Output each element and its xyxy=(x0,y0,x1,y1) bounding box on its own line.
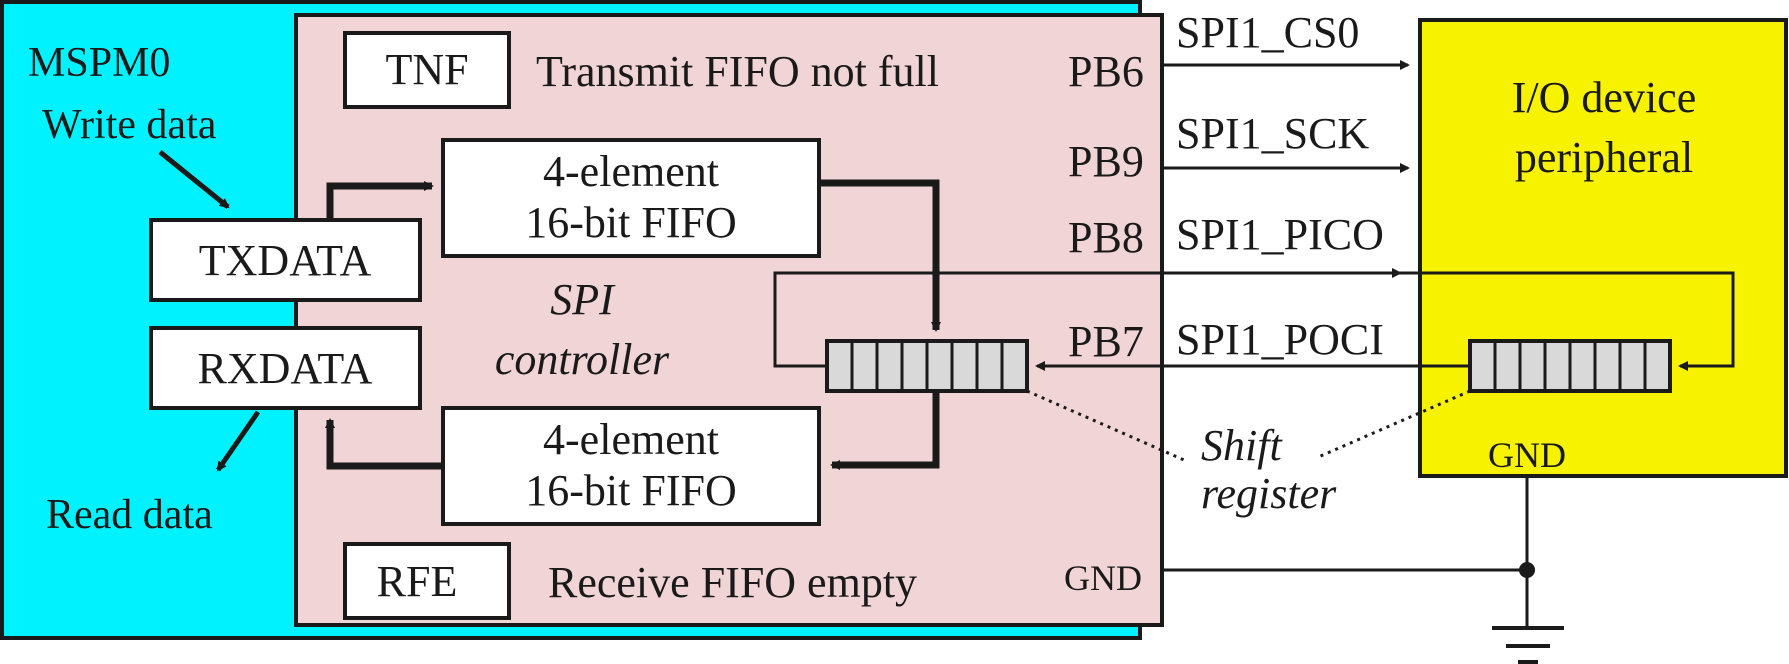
pico-device-line xyxy=(1400,271,1735,371)
signal-sck: SPI1_SCK xyxy=(1176,109,1369,158)
pico-line xyxy=(773,268,1402,368)
device-shift-register xyxy=(1468,339,1672,393)
pin-gnd: GND xyxy=(1064,558,1142,598)
write-data-label: Write data xyxy=(42,102,217,148)
shift-register-label-line1: Shift xyxy=(1201,421,1283,470)
controller-shift-register xyxy=(825,339,1029,393)
txdata-label: TXDATA xyxy=(199,236,372,285)
read-data-arrow xyxy=(215,410,261,472)
tnf-flag-box xyxy=(343,31,511,109)
rx-fifo xyxy=(441,406,821,526)
pin-pb6: PB6 xyxy=(1068,47,1144,96)
rx-fifo-line2: 16-bit FIFO xyxy=(525,466,736,515)
signal-poci: SPI1_POCI xyxy=(1176,315,1384,364)
tx-fifo-line2: 16-bit FIFO xyxy=(525,198,736,247)
write-data-arrow xyxy=(158,150,230,209)
signal-pico: SPI1_PICO xyxy=(1176,210,1384,259)
txdata-to-txfifo-arrow xyxy=(326,181,434,220)
gnd-junction xyxy=(1519,562,1535,578)
shift-register-label-line2: register xyxy=(1201,469,1337,518)
read-data-label: Read data xyxy=(46,492,213,538)
spi-controller-label-line1: SPI xyxy=(550,275,616,324)
ground-symbol xyxy=(1492,626,1564,664)
rfe-label: RFE xyxy=(377,557,458,606)
rxdata-label: RXDATA xyxy=(198,344,373,393)
shift-to-rxfifo-arrow xyxy=(830,392,940,470)
pin-pb9: PB9 xyxy=(1068,137,1144,186)
rx-fifo-line1: 4-element xyxy=(543,415,719,464)
device-label-line2: peripheral xyxy=(1515,133,1693,182)
tx-fifo-line1: 4-element xyxy=(543,147,719,196)
tnf-label: TNF xyxy=(385,45,468,94)
device-gnd-label: GND xyxy=(1488,435,1566,475)
txdata-register xyxy=(149,218,422,302)
tx-fifo xyxy=(441,138,821,258)
txfifo-to-shift-arrow xyxy=(819,179,941,332)
io-device-block xyxy=(1418,18,1788,478)
pin-pb8: PB8 xyxy=(1068,213,1144,262)
spi-controller-label-line2: controller xyxy=(495,335,670,384)
rxfifo-to-rxdata-arrow xyxy=(325,418,443,470)
device-label-line1: I/O device xyxy=(1512,73,1696,122)
signal-cs0: SPI1_CS0 xyxy=(1176,8,1359,57)
rfe-description: Receive FIFO empty xyxy=(548,558,917,607)
rfe-flag-box xyxy=(343,542,511,620)
mcu-title: MSPM0 xyxy=(28,40,170,86)
pin-pb7: PB7 xyxy=(1068,317,1144,366)
rxdata-register xyxy=(149,326,422,410)
tnf-description: Transmit FIFO not full xyxy=(536,47,939,96)
